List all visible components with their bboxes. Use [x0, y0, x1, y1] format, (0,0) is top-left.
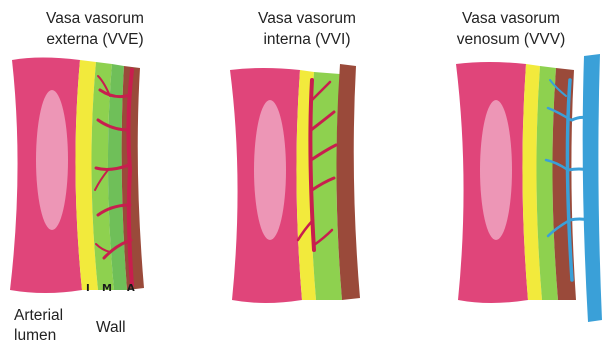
arterial-lumen-label: Arterial lumen: [14, 306, 63, 346]
lumen-highlight: [254, 100, 286, 240]
panel-vvi: Vasa vasorum interna (VVI): [212, 0, 402, 348]
panel-vve: Vasa vasorum externa (VVE) I M A Arteria…: [0, 0, 190, 348]
lumen-highlight: [36, 90, 68, 230]
adventitia-layer: [122, 66, 144, 290]
layer-label-media: M: [102, 283, 112, 294]
vvv-illustration: [416, 0, 606, 348]
wall-label: Wall: [96, 318, 126, 338]
panel-vvv: Vasa vasorum venosum (VVV): [416, 0, 606, 348]
layer-label-adventitia: A: [127, 283, 135, 294]
layer-label-intima: I: [86, 283, 90, 294]
lumen-highlight: [480, 100, 512, 240]
vein-shape: [583, 54, 602, 322]
adventitia-layer: [336, 64, 360, 300]
vve-illustration: [0, 0, 190, 348]
vvi-illustration: [212, 0, 402, 348]
